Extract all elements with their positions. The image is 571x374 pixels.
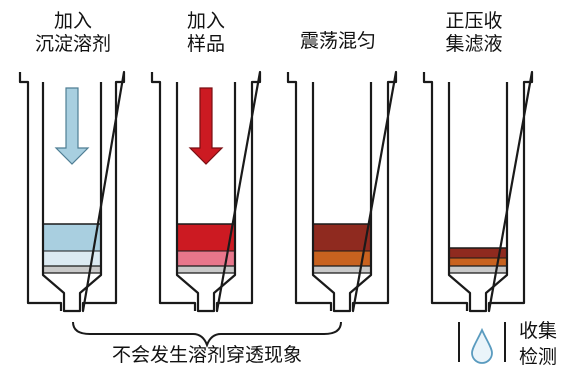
tube-2-fill-pink [177, 251, 235, 266]
step3-label-line1: 震荡混匀 [299, 30, 376, 52]
tube-1-fill-solvent-light [43, 251, 101, 266]
bottom-brace [72, 321, 342, 348]
tube-1 [18, 70, 126, 313]
step1-label-line2: 沉淀溶剂 [34, 33, 111, 55]
tube-4-fill-orange [449, 258, 507, 266]
tube-4-flange [422, 70, 534, 313]
tube-2-body [175, 82, 237, 313]
tube-4-fill-dark [449, 248, 507, 258]
side-label-line2: 检测 [519, 346, 558, 368]
side-label: 收集 检测 [519, 318, 569, 370]
tube-1-fill-solvent [43, 224, 101, 251]
tube-3-body [311, 82, 373, 313]
step2-label-line2: 样品 [186, 33, 225, 55]
tube-3-fill-orange [313, 251, 371, 266]
tube-1-frit [43, 266, 101, 273]
tube-2-flange [150, 70, 262, 313]
tube-1-flange [18, 70, 126, 313]
step3-label: 震荡混匀 [283, 30, 393, 53]
collection-vial [458, 322, 506, 364]
tube-4-frit [449, 266, 507, 273]
tube-2-fill-sample [177, 224, 235, 251]
tube-4 [422, 70, 534, 313]
tube-1-body [41, 82, 103, 313]
down-arrow-red-icon [188, 87, 224, 165]
tube-2-frit [177, 266, 235, 273]
tube-4-body [447, 82, 509, 313]
tube-3-fill-dark [313, 224, 371, 251]
step4-label: 正压收 集滤液 [428, 10, 520, 56]
step1-label-line1: 加入 [53, 10, 92, 32]
side-label-line1: 收集 [519, 320, 558, 342]
tube-2 [150, 70, 262, 313]
tube-3-frit [313, 266, 371, 273]
step2-label-line1: 加入 [186, 10, 225, 32]
down-arrow-blue-icon [54, 87, 90, 165]
tube-3-flange [286, 70, 398, 313]
step4-label-line2: 集滤液 [445, 33, 503, 55]
step1-label: 加入 沉淀溶剂 [22, 10, 124, 56]
tube-3 [286, 70, 398, 313]
step2-label: 加入 样品 [160, 10, 252, 56]
step4-label-line1: 正压收 [445, 10, 503, 32]
droplet-icon [471, 327, 493, 364]
bottom-note: 不会发生溶剂穿透现象 [111, 344, 302, 366]
